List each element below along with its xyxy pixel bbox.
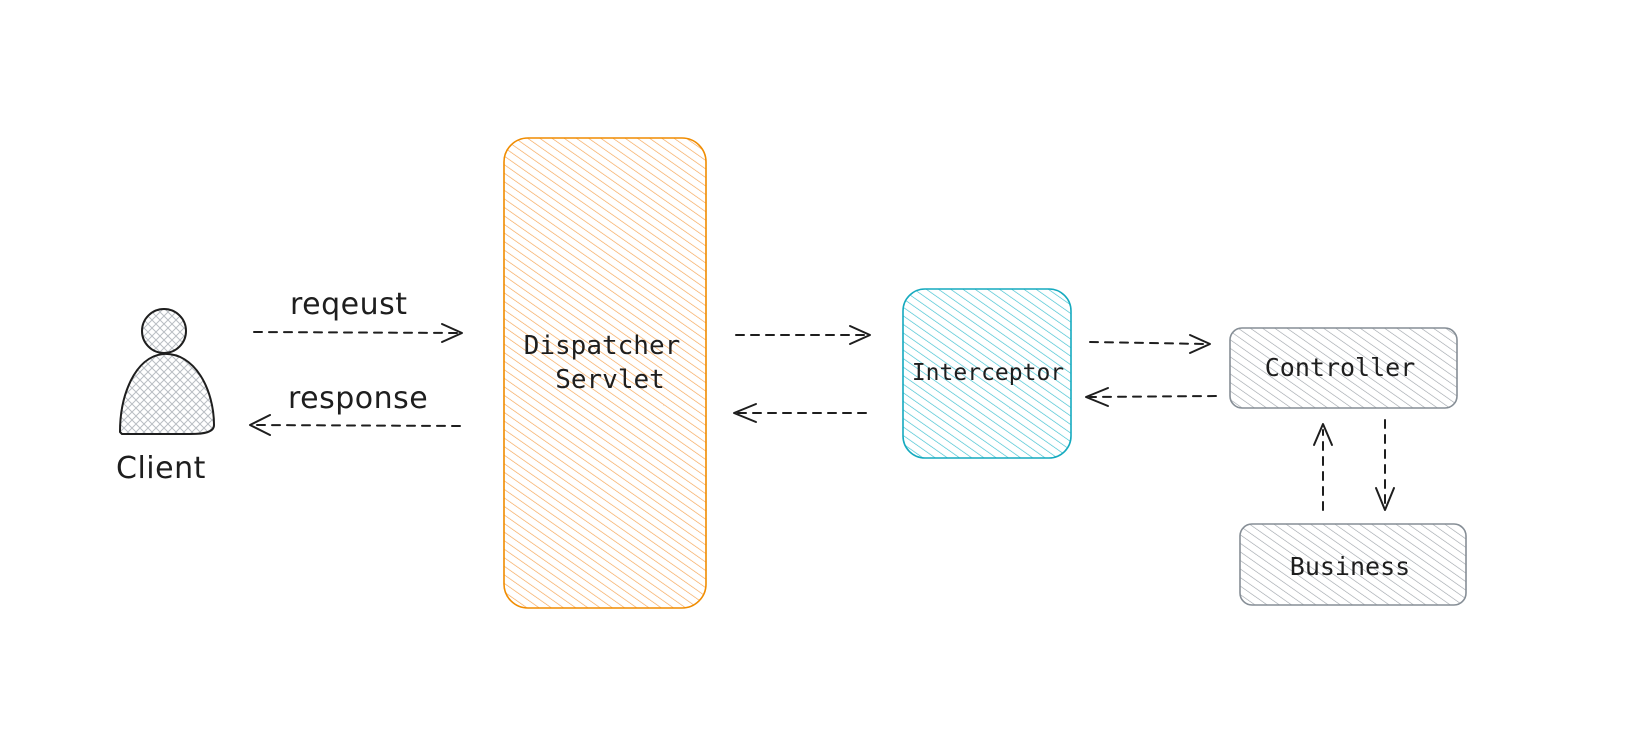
client-actor: Client (116, 308, 215, 486)
business-label: Business (1290, 552, 1410, 581)
controller-label: Controller (1265, 353, 1416, 382)
dispatcher-servlet-label-line2: Servlet (555, 365, 665, 395)
request-label: reqeust (290, 287, 408, 322)
client-body (119, 352, 215, 435)
dispatcher-servlet-box (503, 137, 707, 609)
interceptor-to-controller-arrow (1089, 334, 1211, 354)
interceptor-label: Interceptor (912, 360, 1064, 386)
controller-to-interceptor-arrow (1085, 387, 1217, 407)
dispatcher-servlet-label-line1: Dispatcher (524, 331, 681, 361)
controller-to-business-arrow (1375, 419, 1395, 511)
business-to-controller-arrow (1313, 423, 1333, 511)
dispatcher-to-interceptor-arrow (735, 325, 871, 345)
interceptor-box (902, 288, 1072, 459)
response-label: response (288, 381, 428, 416)
client-head (141, 308, 187, 354)
business-box (1239, 523, 1467, 606)
interceptor-node: Interceptor (902, 288, 1072, 459)
business-node: Business (1239, 523, 1467, 606)
interceptor-to-dispatcher-arrow (733, 403, 867, 423)
controller-node: Controller (1229, 327, 1458, 409)
client-label: Client (116, 451, 206, 486)
request-arrow: reqeust (253, 287, 463, 343)
response-arrow: response (249, 381, 461, 436)
dispatcher-servlet-node: Dispatcher Servlet (503, 137, 707, 609)
controller-box (1229, 327, 1458, 409)
